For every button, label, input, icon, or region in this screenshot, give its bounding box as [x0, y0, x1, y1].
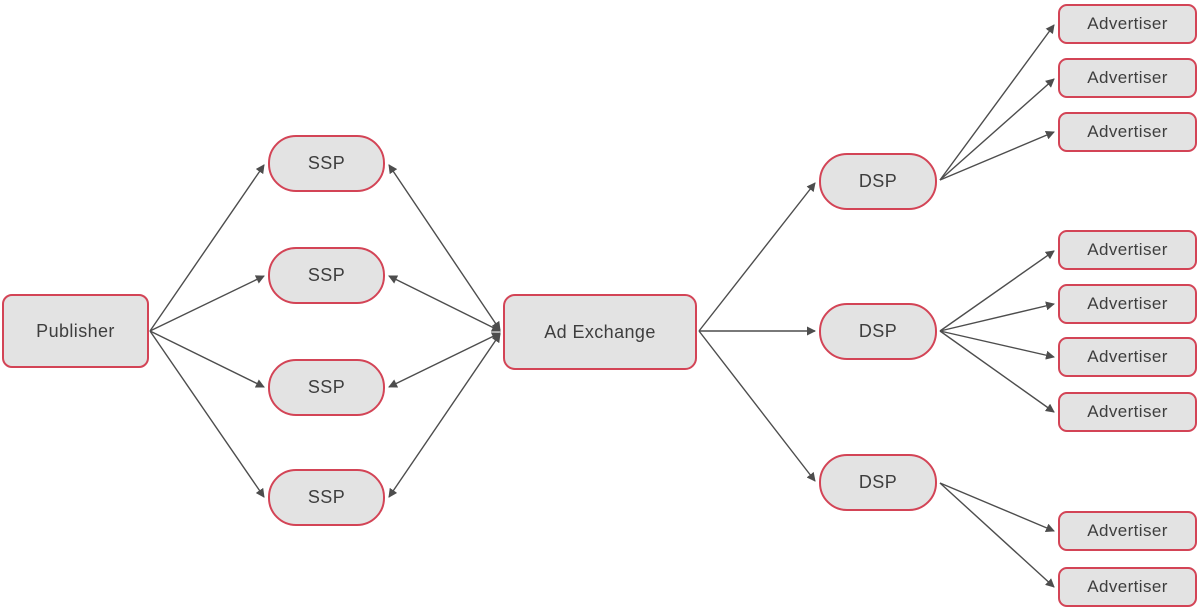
advertiser-node-9: Advertiser — [1058, 567, 1197, 607]
edge-ssp1-adexchange — [388, 164, 501, 331]
ssp-node-3: SSP — [268, 359, 385, 416]
advertiser-node-8: Advertiser — [1058, 511, 1197, 551]
edge-adexchange-dsp3 — [698, 330, 816, 482]
advertiser-node-5: Advertiser — [1058, 284, 1197, 324]
ssp-node-1: SSP — [268, 135, 385, 192]
edge-dsp2-advertiser4 — [939, 250, 1055, 332]
edge-ssp2-adexchange — [388, 275, 501, 332]
edge-dsp2-advertiser5 — [939, 301, 1055, 332]
edge-dsp2-advertiser7 — [939, 330, 1055, 413]
edge-dsp1-advertiser2 — [939, 78, 1055, 181]
edge-ssp4-adexchange — [388, 333, 501, 498]
advertiser-node-1: Advertiser — [1058, 4, 1197, 44]
edge-dsp1-advertiser3 — [939, 130, 1055, 181]
advertiser-node-7: Advertiser — [1058, 392, 1197, 432]
publisher-node: Publisher — [2, 294, 149, 368]
edge-publisher-ssp4 — [149, 330, 265, 498]
edge-dsp3-advertiser8 — [939, 482, 1055, 533]
dsp-node-1: DSP — [819, 153, 937, 210]
dsp-node-3: DSP — [819, 454, 937, 511]
advertiser-node-2: Advertiser — [1058, 58, 1197, 98]
ssp-node-2: SSP — [268, 247, 385, 304]
ad-exchange-node: Ad Exchange — [503, 294, 697, 370]
advertiser-node-6: Advertiser — [1058, 337, 1197, 377]
edge-dsp3-advertiser9 — [939, 482, 1055, 588]
edge-adexchange-dsp1 — [698, 182, 816, 332]
edge-ssp3-adexchange — [388, 332, 501, 388]
edge-dsp2-advertiser6 — [939, 330, 1055, 360]
edge-publisher-ssp3 — [149, 330, 265, 388]
ssp-node-4: SSP — [268, 469, 385, 526]
edge-dsp1-advertiser1 — [939, 24, 1055, 181]
edge-publisher-ssp1 — [149, 164, 265, 332]
advertiser-node-3: Advertiser — [1058, 112, 1197, 152]
dsp-node-2: DSP — [819, 303, 937, 360]
advertiser-node-4: Advertiser — [1058, 230, 1197, 270]
edge-publisher-ssp2 — [149, 275, 265, 332]
